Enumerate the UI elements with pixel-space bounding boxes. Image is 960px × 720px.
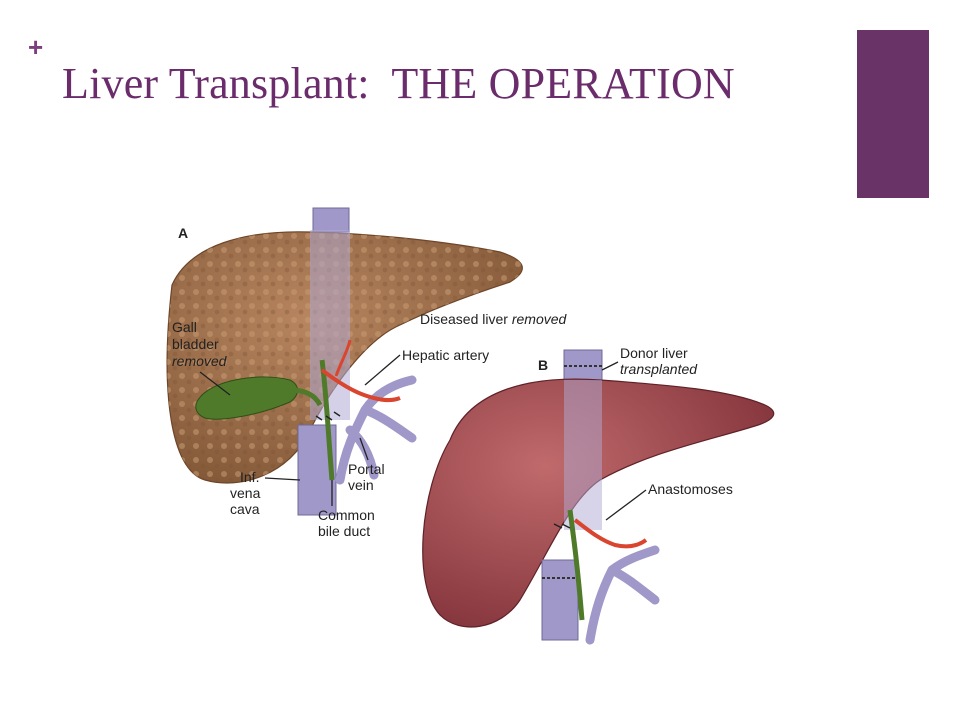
label-gall: Gall [172, 319, 197, 335]
bullet-plus: + [28, 32, 44, 62]
vena-cava-upper [312, 207, 350, 233]
panel-b-letter: B [538, 357, 548, 373]
donor-cava-translucent [564, 380, 602, 530]
label-donor-liver: Donor liver [620, 345, 688, 361]
label-transplanted: transplanted [620, 361, 698, 377]
donor-portal-vein [585, 545, 660, 645]
panel-a: A Gall bladder removed Diseased liver re… [166, 207, 568, 539]
hepatic-artery [320, 368, 401, 403]
accent-bar [857, 30, 929, 198]
vena-cava-translucent [310, 230, 350, 420]
slide-title: Liver Transplant: THE OPERATION [62, 59, 735, 108]
label-bile-duct: bile duct [318, 523, 370, 539]
panel-a-letter: A [178, 225, 188, 241]
label-vena: vena [230, 485, 261, 501]
donor-hepatic-artery [573, 518, 648, 549]
panel-b: B Donor liver transplanted Anastomoses [422, 345, 775, 645]
label-inf: Inf. [240, 469, 259, 485]
label-vein: vein [348, 477, 374, 493]
label-anastomoses: Anastomoses [648, 481, 733, 497]
liver-transplant-illustration: A Gall bladder removed Diseased liver re… [166, 207, 775, 645]
label-bladder: bladder [172, 336, 219, 352]
label-hepatic-artery: Hepatic artery [402, 347, 489, 363]
label-common: Common [318, 507, 375, 523]
donor-bile-duct [567, 509, 585, 621]
label-removed: removed [172, 353, 228, 369]
portal-vein [335, 375, 417, 485]
label-cava: cava [230, 501, 260, 517]
label-portal: Portal [348, 461, 385, 477]
donor-inferior-vena-cava [541, 559, 579, 641]
label-diseased-liver-removed: Diseased liver removed [420, 311, 568, 327]
